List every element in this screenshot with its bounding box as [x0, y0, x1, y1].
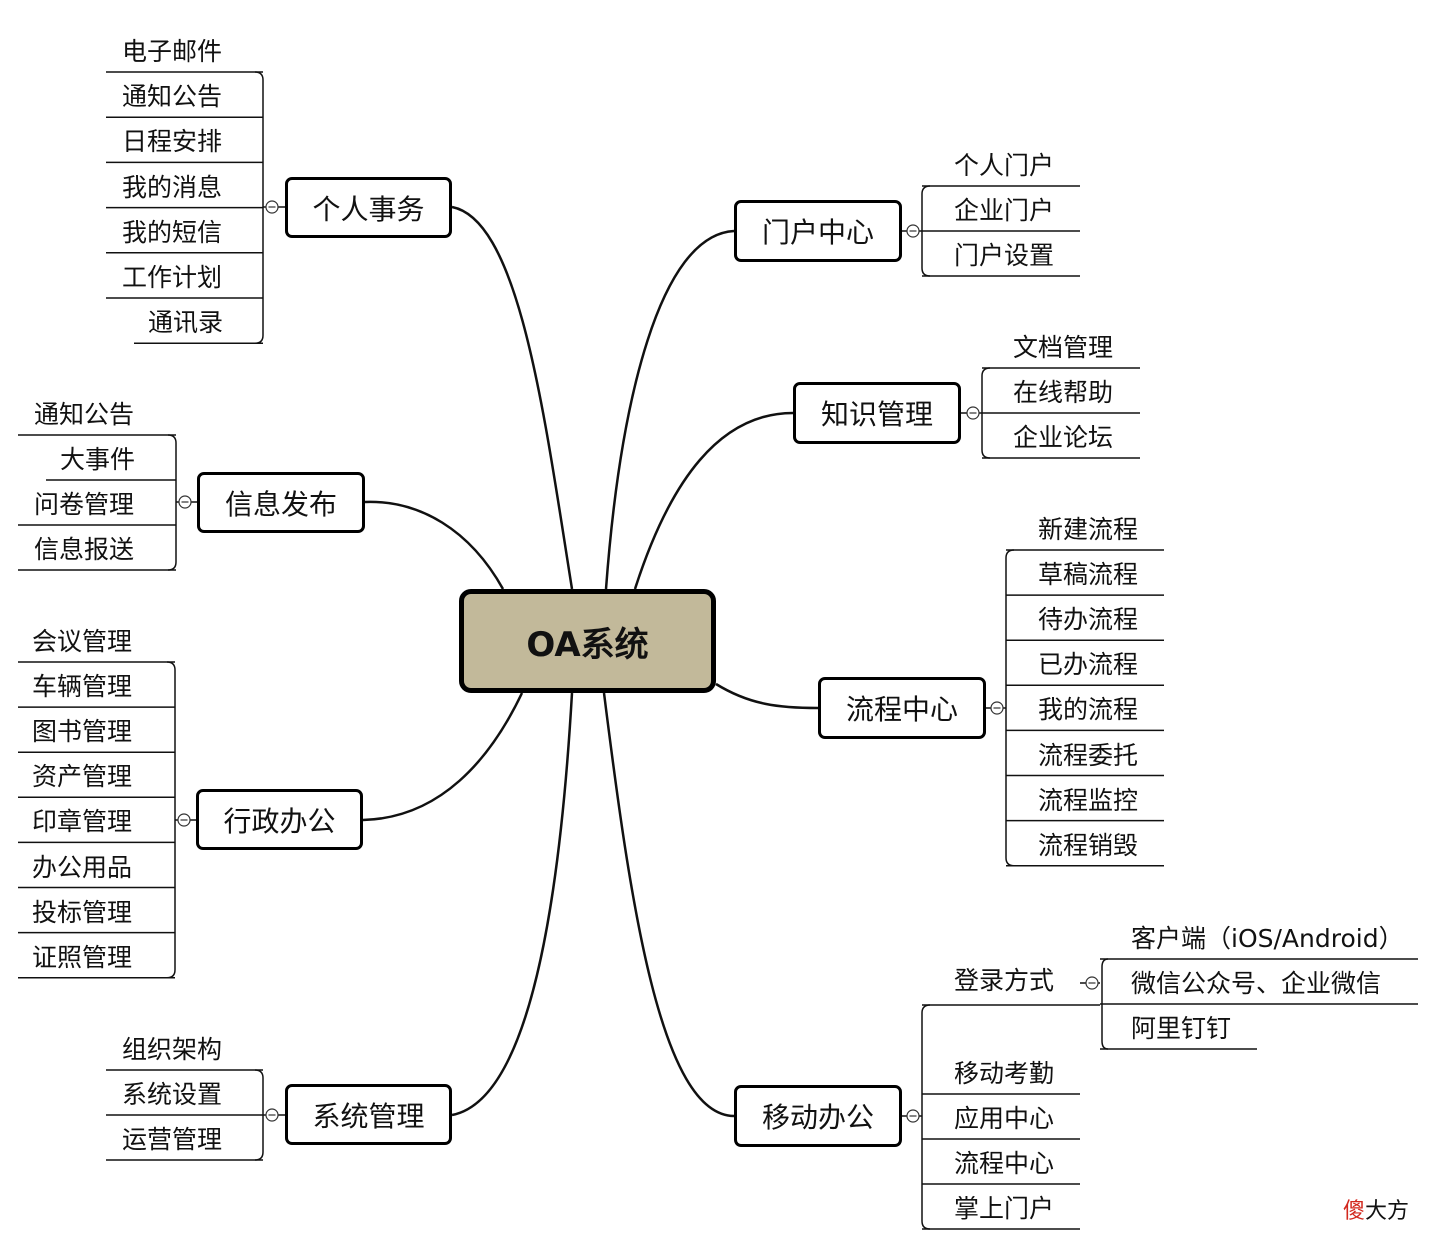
leaf-item: 证照管理	[32, 942, 133, 972]
leaf-item: 我的消息	[122, 172, 223, 202]
leaf-bracket	[167, 434, 177, 571]
leaf-item: 大事件	[60, 445, 136, 474]
topic-workflow-label: 流程中心	[845, 693, 958, 726]
leaf-item: 应用中心	[954, 1104, 1055, 1133]
leaf-item: 图书管理	[32, 717, 133, 747]
leaf-item: 日程安排	[122, 127, 223, 157]
collapse-admin-icon[interactable]	[177, 813, 191, 827]
leaf-item: 在线帮助	[1013, 378, 1114, 407]
leaf-item: 运营管理	[122, 1125, 223, 1154]
leaf-item: 掌上门户	[954, 1194, 1055, 1223]
leaf-item: 通知公告	[122, 82, 223, 112]
leaf-item: 通讯录	[148, 308, 224, 338]
leaf-item: 工作计划	[122, 263, 223, 292]
leaf-bracket	[1101, 958, 1109, 1050]
leaf-item: 已办流程	[1038, 650, 1139, 680]
leaf-bracket	[981, 367, 991, 459]
connector-admin	[362, 692, 524, 822]
login-item: 阿里钉钉	[1131, 1014, 1232, 1043]
topic-personal: 个人事务	[285, 177, 452, 238]
topic-system-label: 系统管理	[312, 1099, 425, 1133]
login-item: 微信公众号、企业微信	[1131, 969, 1382, 998]
central-topic-label: OA系统	[526, 624, 649, 665]
collapse-personal-icon[interactable]	[265, 200, 279, 214]
leaf-item: 企业门户	[954, 196, 1055, 225]
leaf-item: 流程监控	[1038, 785, 1139, 815]
collapse-info-icon[interactable]	[178, 495, 192, 509]
leaf-item: 草稿流程	[1038, 560, 1139, 590]
collapse-knowledge-icon[interactable]	[966, 406, 980, 420]
leaf-item: 个人门户	[954, 151, 1055, 180]
leaf-item: 车辆管理	[32, 672, 133, 702]
leaf-item: 待办流程	[1038, 605, 1139, 635]
leaf-bracket	[1005, 549, 1015, 867]
topic-mobile: 移动办公	[734, 1085, 902, 1147]
leaf-item: 企业论坛	[1013, 423, 1114, 452]
topic-info-label: 信息发布	[224, 487, 337, 521]
leaf-item: 我的短信	[122, 217, 223, 247]
connector-portal	[604, 229, 735, 590]
leaf-item: 系统设置	[122, 1080, 223, 1109]
connector-info	[364, 500, 505, 590]
leaf-bracket	[166, 661, 176, 979]
collapse-portal-icon[interactable]	[906, 224, 920, 238]
leaf-bracket	[254, 71, 264, 344]
collapse-login-icon[interactable]	[1085, 976, 1099, 990]
leaf-item: 文档管理	[1013, 333, 1114, 362]
leaf-item: 新建流程	[1038, 515, 1139, 544]
leaf-item: 门户设置	[954, 241, 1055, 270]
connector-workflow	[715, 682, 819, 710]
watermark: 傻大方	[1343, 1193, 1409, 1225]
leaf-item: 投标管理	[32, 897, 133, 927]
topic-admin-label: 行政办公	[223, 804, 336, 838]
leaf-item: 流程销毁	[1038, 830, 1139, 860]
leaf-item: 流程委托	[1038, 740, 1139, 770]
central-topic: OA系统	[459, 589, 716, 693]
topic-workflow: 流程中心	[818, 677, 986, 739]
leaf-item: 流程中心	[954, 1149, 1055, 1178]
topic-info: 信息发布	[197, 472, 365, 533]
collapse-workflow-icon[interactable]	[990, 701, 1004, 715]
login-methods-label: 登录方式	[954, 966, 1055, 995]
leaf-bracket	[921, 1004, 931, 1230]
leaf-item: 资产管理	[32, 762, 133, 792]
leaf-item: 电子邮件	[122, 37, 223, 66]
collapse-mobile-icon[interactable]	[906, 1109, 920, 1123]
topic-system: 系统管理	[285, 1084, 452, 1145]
leaf-bracket	[254, 1069, 264, 1161]
leaf-bracket	[921, 185, 931, 277]
login-item: 客户端（iOS/Android）	[1131, 924, 1404, 953]
leaf-item: 问卷管理	[34, 490, 135, 519]
watermark-red: 傻	[1343, 1199, 1366, 1224]
connector-system	[451, 692, 574, 1117]
topic-mobile-label: 移动办公	[761, 1101, 874, 1134]
leaf-item: 会议管理	[32, 627, 133, 656]
collapse-system-icon[interactable]	[265, 1108, 279, 1122]
topic-knowledge-label: 知识管理	[820, 398, 933, 431]
leaf-item: 通知公告	[34, 400, 135, 429]
leaf-item: 办公用品	[32, 852, 133, 882]
leaf-item: 组织架构	[122, 1035, 223, 1064]
connector-personal	[451, 205, 574, 590]
topic-portal-label: 门户中心	[761, 216, 874, 249]
leaf-item: 我的流程	[1038, 695, 1139, 725]
topic-admin: 行政办公	[196, 789, 363, 850]
topic-knowledge: 知识管理	[793, 382, 961, 444]
connector-mobile	[602, 692, 735, 1118]
watermark-black: 大方	[1365, 1199, 1410, 1224]
leaf-item: 印章管理	[32, 807, 133, 837]
leaf-item: 移动考勤	[954, 1059, 1055, 1088]
topic-portal: 门户中心	[734, 200, 902, 262]
connector-knowledge	[633, 411, 794, 590]
leaf-item: 信息报送	[34, 535, 135, 564]
topic-personal-label: 个人事务	[312, 192, 425, 226]
